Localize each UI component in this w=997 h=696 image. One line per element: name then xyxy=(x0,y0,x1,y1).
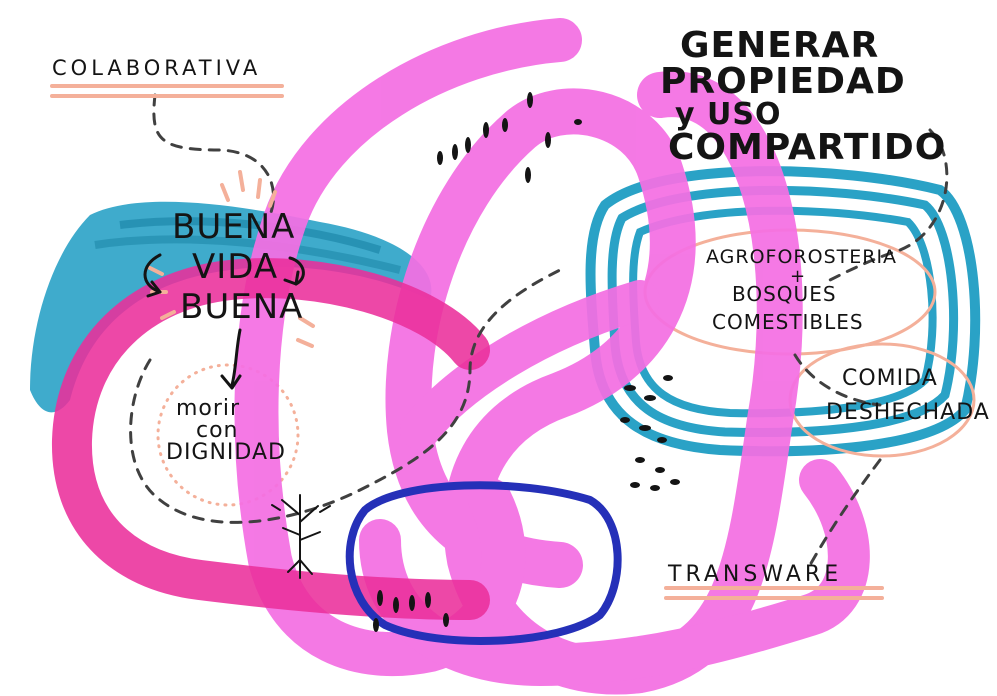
label-morir: morir xyxy=(176,396,241,421)
label-compartido: COMPARTIDO xyxy=(668,127,947,168)
label-transware: TRANSWARE xyxy=(668,562,843,587)
label-buena: BUENA xyxy=(172,207,296,247)
tree-sketch xyxy=(271,494,331,579)
label-agroforosteria: AGROFOROSTERIA xyxy=(706,246,898,268)
label-plus: + xyxy=(790,266,807,287)
peach-dotted-circle xyxy=(156,363,300,507)
label-comida: COMIDA xyxy=(842,366,938,391)
label-vida: VIDA xyxy=(192,247,279,287)
label-generar: GENERAR xyxy=(680,25,880,66)
label-deshechada: DESHECHADA xyxy=(826,400,990,425)
arrows xyxy=(143,253,305,390)
label-dignidad: DIGNIDAD xyxy=(166,440,286,465)
label-y-uso: y USO xyxy=(675,97,782,132)
navy-loop xyxy=(345,481,622,646)
peach-underlines xyxy=(50,84,884,600)
label-comestibles: COMESTIBLES xyxy=(712,310,864,334)
label-buena-2: BUENA xyxy=(180,287,304,327)
label-propiedad: PROPIEDAD xyxy=(660,61,906,102)
ink-figures xyxy=(373,92,680,632)
label-con: con xyxy=(196,418,239,443)
hot-pink-loop xyxy=(51,258,490,620)
dashed-connectors xyxy=(129,93,949,567)
label-colaborativa: COLABORATIVA xyxy=(52,56,262,80)
label-bosques: BOSQUES xyxy=(732,282,837,306)
